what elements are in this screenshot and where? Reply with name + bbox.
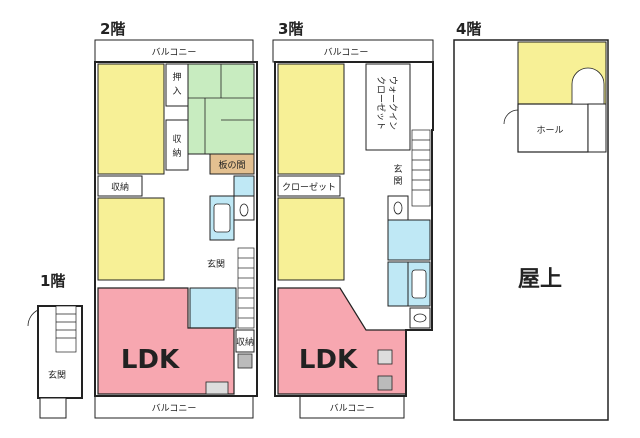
board-room-2f (209, 153, 255, 175)
stairs-2f (237, 247, 255, 329)
washroom-3f (387, 219, 431, 261)
hall-4f (517, 103, 589, 153)
storage-2f-a (165, 119, 189, 171)
oshiire-label-1: 押 (172, 71, 181, 83)
balcony-2f-bottom-label: バルコニー (152, 403, 197, 414)
oshiire-label-2: 入 (172, 86, 181, 97)
western-room-2f-a (97, 63, 165, 175)
washroom-2f (189, 287, 237, 329)
balcony-2f-top-label: バルコニー (152, 47, 197, 58)
stove-3f (377, 375, 393, 391)
balcony-3f-bottom-label: バルコニー (330, 403, 375, 414)
storage-2f-c (235, 329, 255, 353)
stove-2f (237, 353, 253, 369)
storage-2f-c-label: 収納 (236, 336, 254, 348)
spiral-stairs-4f (571, 67, 605, 105)
walkin-closet-label-2: クローゼット (375, 76, 387, 130)
entrance-2f-label: 玄関 (207, 258, 225, 270)
rooftop-label: 屋上 (518, 267, 562, 292)
walkin-closet-3f (365, 63, 411, 151)
storage-2f-b (97, 175, 143, 197)
floor-heading-1: 1階 (40, 272, 65, 290)
western-room-2f-b (97, 197, 165, 281)
ldk-2f-label: LDK (121, 345, 180, 375)
ldk-2f (97, 287, 235, 395)
entrance-3f-label-2: 関 (393, 176, 402, 187)
western-room-3f-b (277, 197, 345, 281)
entrance-1f-porch (39, 397, 67, 419)
closet-3f (277, 175, 341, 197)
floor-4-plan: 屋上 ホール (453, 39, 609, 421)
kitchen-sink-2f (205, 381, 229, 395)
storage-2f-a-label-1: 収 (172, 133, 181, 145)
kitchen-sink-3f (377, 349, 393, 365)
floor-3-plan: バルコニー バルコニー ウォークイン クローゼット クローゼット 玄 関 LDK (272, 39, 434, 419)
closet-3f-label: クローゼット (282, 181, 336, 193)
stairs-1f (55, 305, 77, 353)
hall-4f-label: ホール (536, 125, 563, 136)
stairs-3f (411, 129, 431, 207)
floor-heading-3: 3階 (278, 20, 303, 38)
balcony-3f-top-label: バルコニー (324, 47, 369, 58)
board-room-label: 板の間 (218, 159, 245, 171)
floor-heading-4: 4階 (456, 20, 481, 38)
storage-2f-b-label: 収納 (111, 181, 129, 193)
entrance-3f-label-1: 玄 (393, 163, 402, 175)
walkin-closet-label-1: ウォークイン (387, 76, 398, 130)
floor-heading-2: 2階 (100, 20, 125, 38)
oshiire-2f (165, 63, 189, 107)
floor-2-plan: バルコニー バルコニー 押 入 収 納 板の間 収納 玄関 (94, 39, 258, 419)
entrance-1f-label: 玄関 (48, 369, 66, 381)
floor-1-plan: 玄関 (27, 305, 83, 419)
ldk-3f-label: LDK (299, 345, 358, 375)
storage-2f-a-label-2: 納 (172, 147, 181, 159)
western-room-3f-a (277, 63, 345, 175)
